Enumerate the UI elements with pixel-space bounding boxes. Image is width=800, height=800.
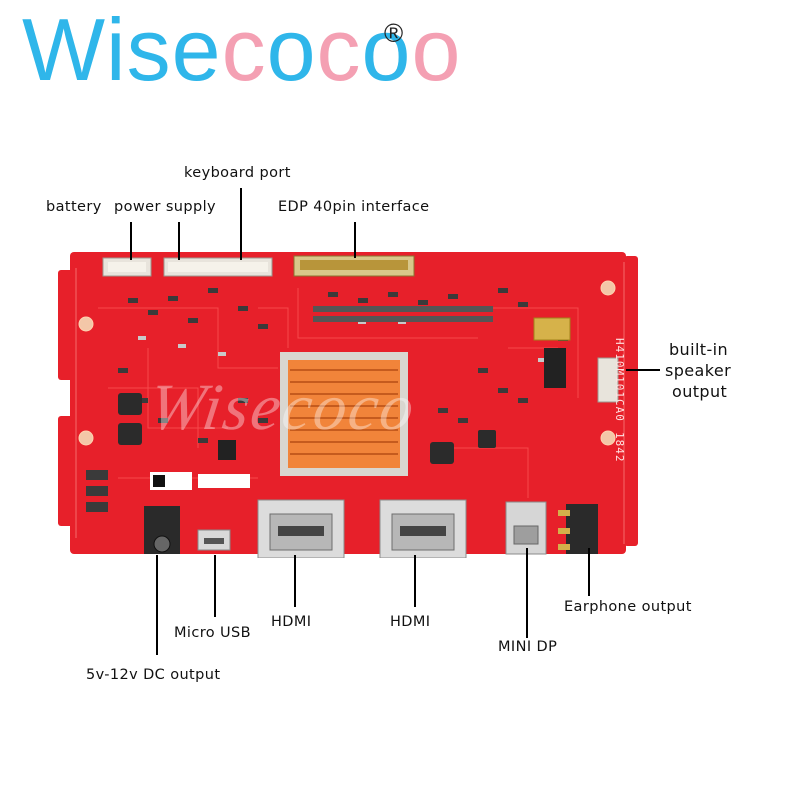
label-battery: battery xyxy=(46,199,102,215)
mounting-hole xyxy=(600,280,616,296)
label-dc-output: 5v-12v DC output xyxy=(86,667,221,683)
label-speaker-1: built-in xyxy=(669,340,729,359)
logo-o1: o xyxy=(266,0,317,99)
inductor xyxy=(118,393,142,415)
earphone-jack xyxy=(566,504,598,554)
brand-logo: Wisecocoo ® xyxy=(22,6,461,94)
label-edp: EDP 40pin interface xyxy=(278,199,430,215)
mounting-hole xyxy=(78,316,94,332)
label-mini-dp: MINI DP xyxy=(498,639,558,655)
serial-label xyxy=(198,474,250,488)
pcb-tab-right xyxy=(624,256,638,546)
logo-wise: Wise xyxy=(22,0,222,99)
board-side-print-2: 1842 xyxy=(613,432,626,463)
pcb-board: H410M101CA0 1842 xyxy=(58,248,640,559)
label-earphone: Earphone output xyxy=(564,599,692,615)
registered-mark: ® xyxy=(384,18,405,48)
logo-o3: o xyxy=(411,0,462,99)
inductor xyxy=(478,430,496,448)
leader-speaker xyxy=(626,369,660,371)
leader-micro-usb xyxy=(214,555,216,617)
label-micro-usb: Micro USB xyxy=(174,625,251,641)
logo-c1: c xyxy=(221,0,267,99)
label-hdmi-2: HDMI xyxy=(390,614,431,630)
logo-o2: o xyxy=(361,0,412,99)
pcb-board-svg xyxy=(58,252,638,559)
leader-battery xyxy=(130,222,132,260)
logo-c2: c xyxy=(316,0,362,99)
pcb-tab-left-bottom xyxy=(58,416,74,526)
label-speaker-2: speaker xyxy=(665,361,732,380)
ic-chip xyxy=(218,440,236,460)
pcb-tab-left-top xyxy=(58,270,74,380)
ic-chip xyxy=(544,348,566,388)
leader-hdmi-1 xyxy=(294,555,296,607)
inductor xyxy=(430,442,454,464)
mounting-hole xyxy=(78,430,94,446)
label-keyboard-port: keyboard port xyxy=(184,165,291,181)
leader-mini-dp xyxy=(526,548,528,638)
board-side-print: H410M101CA0 xyxy=(613,338,626,422)
leader-keyboard xyxy=(240,188,242,260)
leader-hdmi-2 xyxy=(414,555,416,607)
heatsink xyxy=(288,360,400,468)
leader-earphone xyxy=(588,548,590,596)
tantalum-capacitor xyxy=(533,317,571,341)
label-speaker-3: output xyxy=(672,382,728,401)
leader-edp xyxy=(354,222,356,258)
mounting-hole xyxy=(600,430,616,446)
label-power-supply: power supply xyxy=(114,199,216,215)
inductor xyxy=(118,423,142,445)
speaker-connector xyxy=(597,357,619,403)
leader-dc-output xyxy=(156,555,158,655)
label-hdmi-1: HDMI xyxy=(271,614,312,630)
leader-power-supply xyxy=(178,222,180,260)
